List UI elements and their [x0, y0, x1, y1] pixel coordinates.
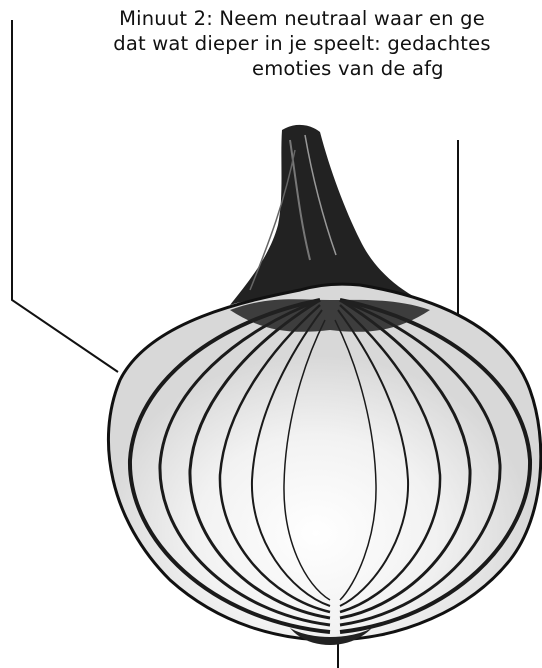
leader-line-left [12, 20, 118, 372]
onion-bulb [108, 284, 540, 640]
onion-illustration [108, 125, 540, 645]
onion-neck [230, 125, 420, 305]
